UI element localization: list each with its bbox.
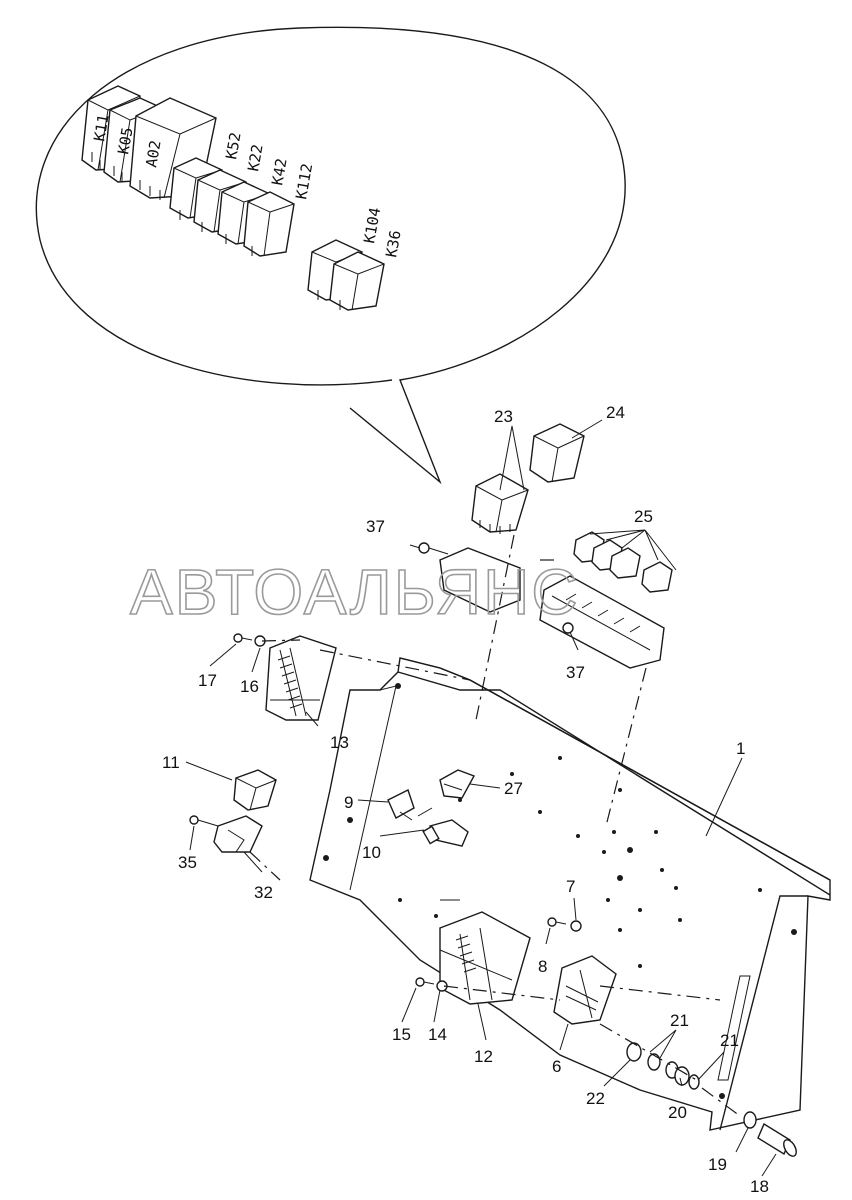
callout-27: 27 (504, 779, 523, 798)
leader-lines (185, 419, 777, 1177)
detail-bubble (35, 26, 626, 485)
relay-label-k104: K104 (360, 206, 384, 245)
callout-21a: 21 (670, 1011, 689, 1030)
callout-8: 8 (538, 957, 547, 976)
callout-14: 14 (428, 1025, 447, 1044)
callout-25: 25 (634, 507, 653, 526)
callout-21b: 21 (720, 1031, 739, 1050)
callout-15: 15 (392, 1025, 411, 1044)
callout-22: 22 (586, 1089, 605, 1108)
watermark: АВТОАЛЬЯНС (130, 556, 580, 628)
callout-37b: 37 (566, 663, 585, 682)
callout-35: 35 (178, 853, 197, 872)
relay-24 (529, 423, 585, 483)
callout-17: 17 (198, 671, 217, 690)
bracket-32 (213, 815, 263, 853)
bracket-9-10 (387, 789, 440, 845)
callout-9: 9 (344, 793, 353, 812)
relay-group-detail (81, 85, 385, 311)
callout-24: 24 (606, 403, 625, 422)
relay-11 (233, 769, 277, 811)
callout-numbers: 1 6 7 8 9 10 11 12 13 14 15 16 17 18 19 … (162, 403, 769, 1196)
panel-holes (323, 683, 797, 1099)
part-27 (429, 769, 476, 847)
relay-23 (471, 473, 529, 534)
fuse-block-12 (439, 911, 531, 1005)
callout-37a: 37 (366, 517, 385, 536)
screws-washers (189, 542, 582, 992)
fastener-stack (626, 1042, 797, 1157)
relay-label-k05: K05 (114, 126, 136, 156)
relay-label-k22: K22 (244, 143, 266, 173)
callout-23: 23 (494, 407, 513, 426)
relay-socket-6 (553, 955, 617, 1025)
fuse-block-13 (265, 635, 337, 721)
relay-label-k112: K112 (292, 162, 316, 201)
callout-20: 20 (668, 1103, 687, 1122)
relay-holder-25 (439, 531, 673, 669)
relay-label-k52: K52 (222, 131, 244, 161)
callout-7: 7 (566, 877, 575, 896)
relay-label-k36: K36 (382, 229, 404, 259)
callout-12: 12 (474, 1047, 493, 1066)
callout-19: 19 (708, 1155, 727, 1174)
relay-labels: K11 K05 A02 K52 K22 K42 K112 K104 K36 (90, 113, 404, 259)
relay-label-k11: K11 (90, 113, 112, 143)
callout-18: 18 (750, 1177, 769, 1196)
callout-13: 13 (330, 733, 349, 752)
callout-16: 16 (240, 677, 259, 696)
callout-10: 10 (362, 843, 381, 862)
callout-6: 6 (552, 1057, 561, 1076)
relay-label-a02: A02 (142, 139, 164, 169)
relay-label-k42: K42 (268, 157, 290, 187)
assembly-lines (249, 534, 751, 1117)
callout-11: 11 (162, 753, 180, 772)
callout-1: 1 (736, 739, 745, 758)
callout-32: 32 (254, 883, 273, 902)
